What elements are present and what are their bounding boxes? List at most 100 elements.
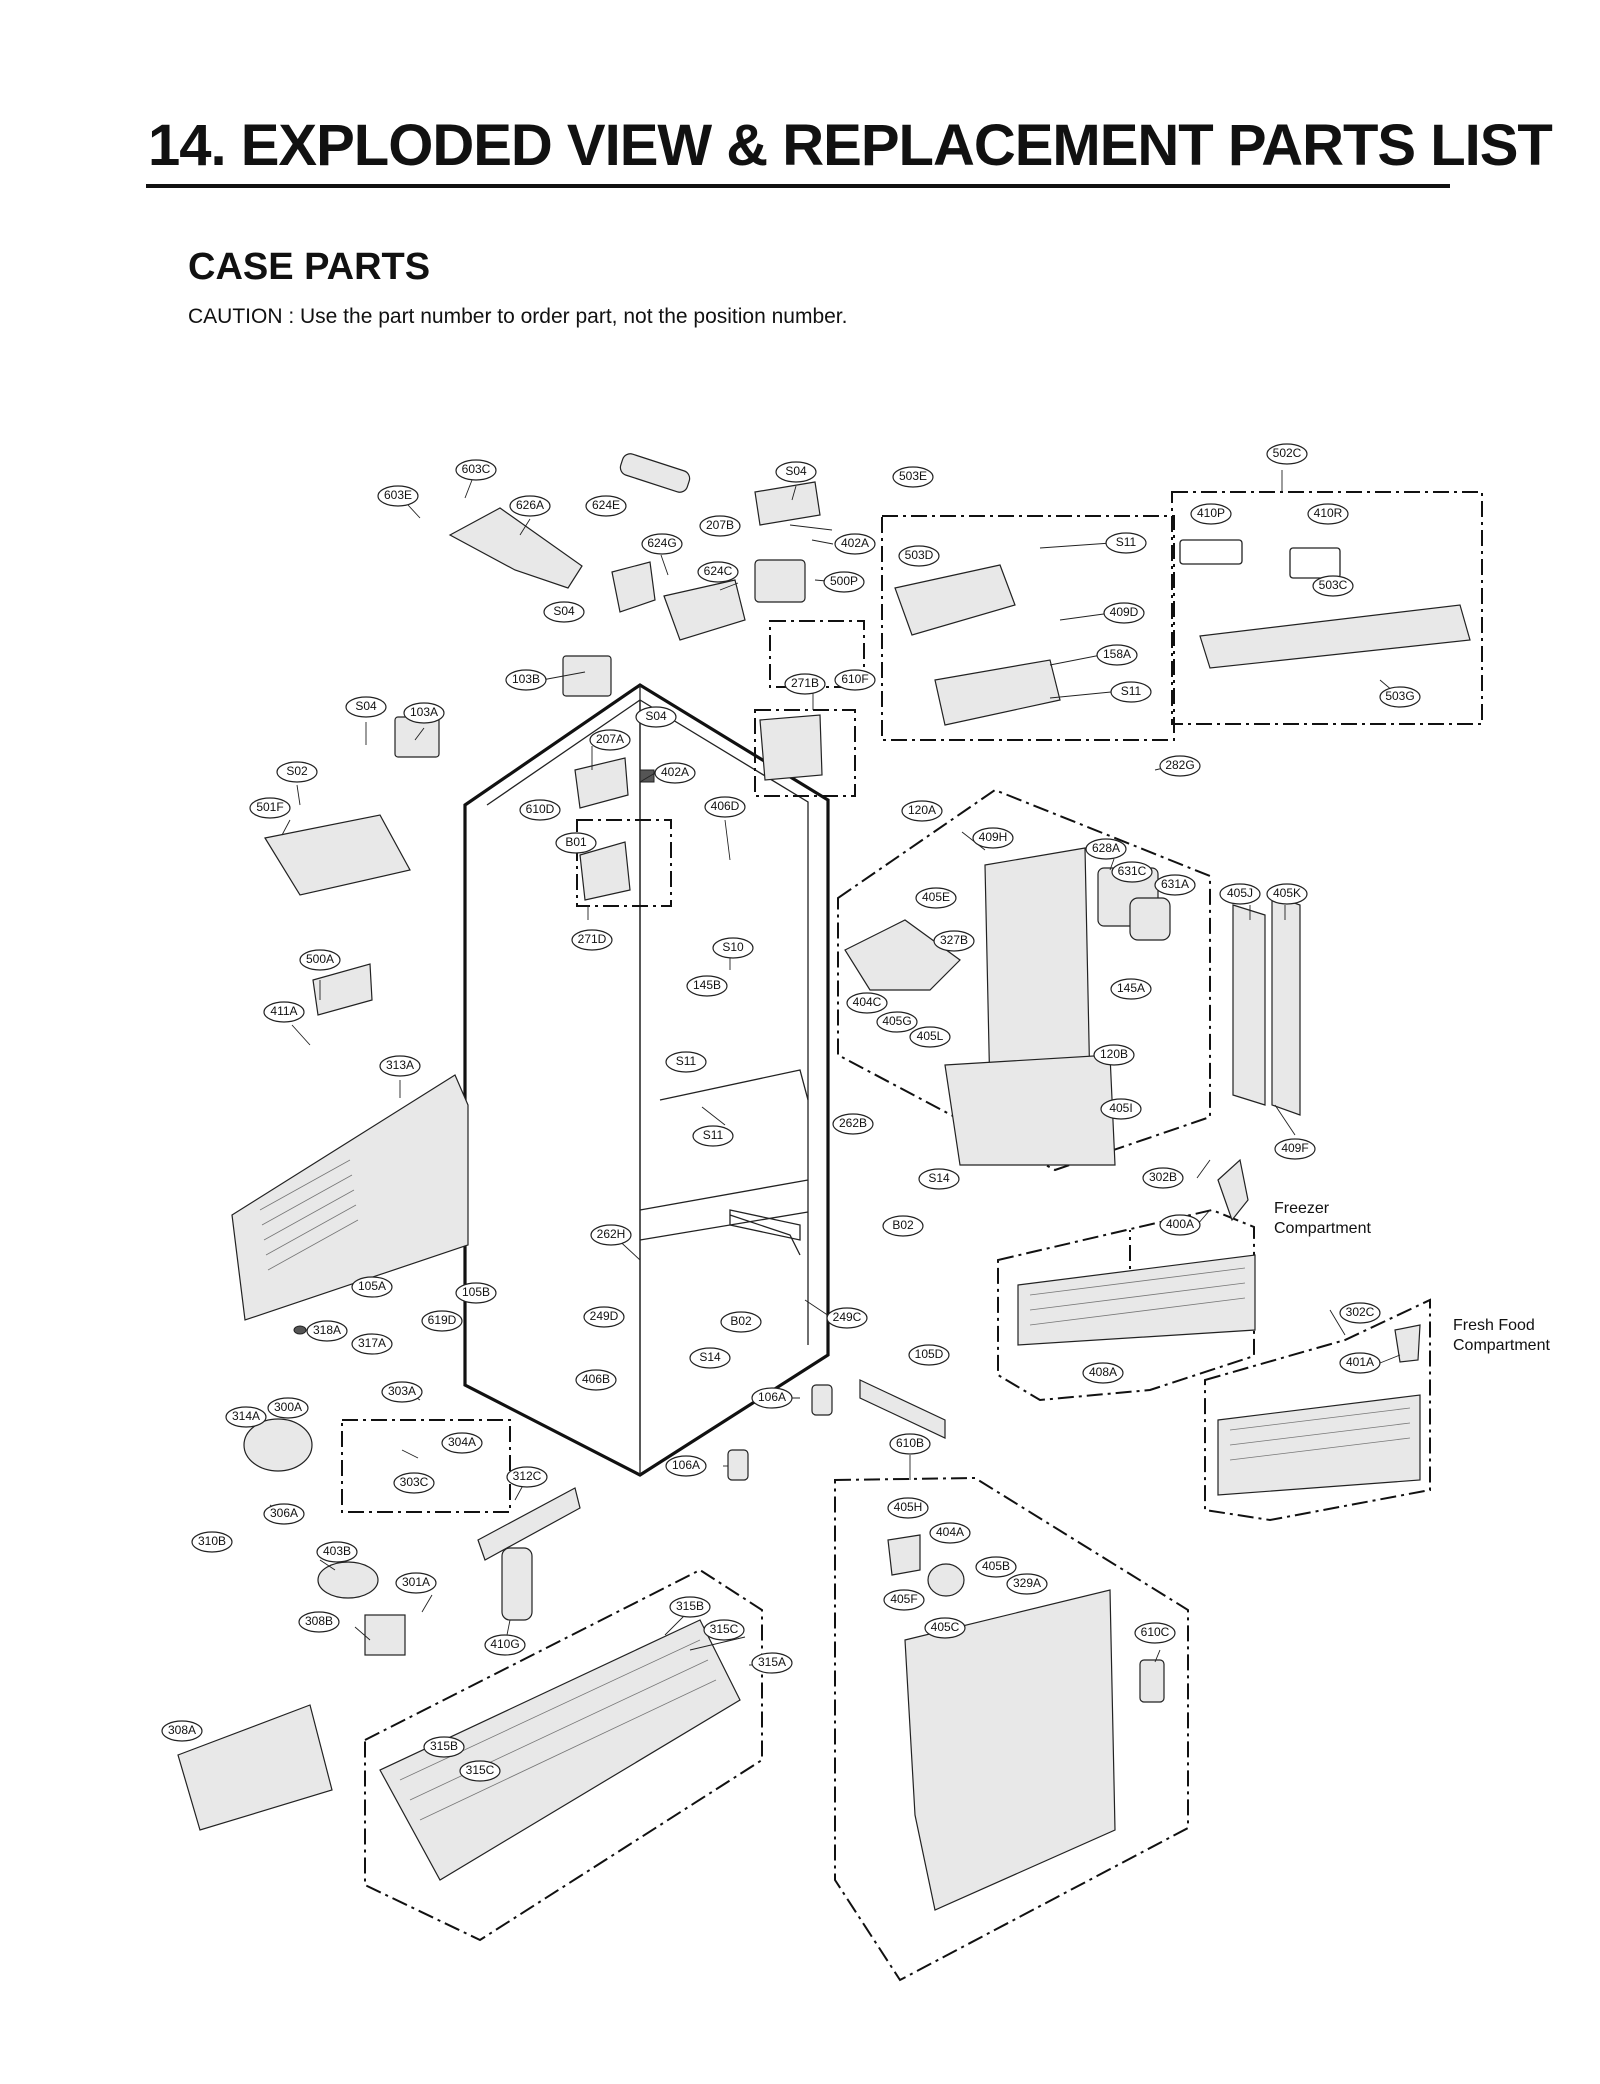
- callout-314A: 314A: [225, 1406, 267, 1428]
- callout-label: 301A: [402, 1575, 430, 1589]
- callout-S02: S02: [276, 761, 318, 783]
- callout-500A: 500A: [299, 949, 341, 971]
- freezer-line-1: Freezer: [1274, 1200, 1330, 1217]
- callout-313A: 313A: [379, 1055, 421, 1077]
- callout-302B: 302B: [1142, 1167, 1184, 1189]
- freezer-line-2: Compartment: [1274, 1220, 1371, 1237]
- callout-label: S02: [286, 764, 308, 778]
- callout-406D: 406D: [704, 796, 746, 818]
- callout-105A: 105A: [351, 1276, 393, 1298]
- callout-label: S04: [785, 464, 807, 478]
- callout-402A: 402A: [834, 533, 876, 555]
- top-parts: [264, 453, 1471, 901]
- callout-label: 603C: [462, 462, 491, 476]
- callout-409H: 409H: [972, 827, 1014, 849]
- callout-label: 106A: [758, 1390, 786, 1404]
- callout-626A: 626A: [509, 495, 551, 517]
- callout-label: 403B: [323, 1544, 351, 1558]
- callout-label: 603E: [384, 488, 412, 502]
- callout-262B: 262B: [832, 1113, 874, 1135]
- callout-label: 207B: [706, 518, 734, 532]
- callout-label: 271D: [578, 932, 607, 946]
- callout-315C: 315C: [459, 1760, 501, 1782]
- callout-405L: 405L: [909, 1026, 951, 1048]
- callout-S04: S04: [775, 461, 817, 483]
- callout-501F: 501F: [249, 797, 291, 819]
- callout-label: 302C: [1346, 1305, 1375, 1319]
- callout-label: 317A: [358, 1336, 386, 1350]
- callout-401A: 401A: [1339, 1352, 1381, 1374]
- callout-label: 500P: [830, 574, 858, 588]
- callout-409D: 409D: [1103, 602, 1145, 624]
- callout-405H: 405H: [887, 1497, 929, 1519]
- callout-300A: 300A: [267, 1397, 309, 1419]
- fresh-line-2: Compartment: [1453, 1337, 1550, 1354]
- callout-306A: 306A: [263, 1503, 305, 1525]
- callout-label: 158A: [1103, 647, 1131, 661]
- callout-label: 145B: [693, 978, 721, 992]
- callout-603E: 603E: [377, 485, 419, 507]
- callout-label: 106A: [672, 1458, 700, 1472]
- callout-301A: 301A: [395, 1572, 437, 1594]
- callout-405E: 405E: [915, 887, 957, 909]
- callout-405F: 405F: [883, 1589, 925, 1611]
- callout-624E: 624E: [585, 495, 627, 517]
- callout-329A: 329A: [1006, 1573, 1048, 1595]
- caution-note: CAUTION : Use the part number to order p…: [188, 305, 848, 328]
- callout-406B: 406B: [575, 1369, 617, 1391]
- callout-503G: 503G: [1379, 686, 1421, 708]
- callout-label: 631C: [1118, 864, 1147, 878]
- callout-label: 308A: [168, 1723, 196, 1737]
- callout-label: 405J: [1227, 886, 1253, 900]
- callout-B01: B01: [555, 832, 597, 854]
- callout-label: 313A: [386, 1058, 414, 1072]
- callout-603C: 603C: [455, 459, 497, 481]
- callout-label: 315C: [710, 1622, 739, 1636]
- callout-label: 308B: [305, 1614, 333, 1628]
- callout-label: 402A: [661, 765, 689, 779]
- callout-302C: 302C: [1339, 1302, 1381, 1324]
- callout-label: 410R: [1314, 506, 1343, 520]
- callout-408A: 408A: [1082, 1362, 1124, 1384]
- part-callouts: 603C 603E 626A 624E S04 207B 402A 503E 5…: [161, 443, 1421, 1782]
- callout-624C: 624C: [697, 561, 739, 583]
- callout-403B: 403B: [316, 1541, 358, 1563]
- callout-label: 314A: [232, 1409, 260, 1423]
- callout-label: 249D: [590, 1309, 619, 1323]
- callout-label: S04: [645, 709, 667, 723]
- callout-label: 282G: [1165, 758, 1194, 772]
- callout-405J: 405J: [1219, 883, 1261, 905]
- callout-label: 628A: [1092, 841, 1120, 855]
- callout-120B: 120B: [1093, 1044, 1135, 1066]
- callout-label: 405L: [917, 1029, 944, 1043]
- callout-S04: S04: [345, 696, 387, 718]
- callout-label: 406B: [582, 1372, 610, 1386]
- callout-400A: 400A: [1159, 1214, 1201, 1236]
- callout-label: 401A: [1346, 1355, 1374, 1369]
- callout-500P: 500P: [823, 571, 865, 593]
- callout-310B: 310B: [191, 1531, 233, 1553]
- callout-404A: 404A: [929, 1522, 971, 1544]
- callout-label: 262H: [597, 1227, 626, 1241]
- callout-label: S11: [676, 1054, 697, 1068]
- callout-label: 619D: [428, 1313, 457, 1327]
- callout-405I: 405I: [1100, 1098, 1142, 1120]
- callout-label: 318A: [313, 1323, 341, 1337]
- callout-S11: S11: [1110, 681, 1152, 703]
- section-title: CASE PARTS: [188, 246, 431, 288]
- callout-610B: 610B: [889, 1433, 931, 1455]
- callout-label: S14: [928, 1171, 950, 1185]
- callout-label: S04: [553, 604, 575, 618]
- callout-145B: 145B: [686, 975, 728, 997]
- callout-610C: 610C: [1134, 1622, 1176, 1644]
- callout-106A: 106A: [751, 1387, 793, 1409]
- callout-label: 631A: [1161, 877, 1189, 891]
- callout-label: B02: [892, 1218, 914, 1232]
- callout-label: 408A: [1089, 1365, 1117, 1379]
- callout-318A: 318A: [306, 1320, 348, 1342]
- callout-label: 312C: [513, 1469, 542, 1483]
- callout-410G: 410G: [484, 1634, 526, 1656]
- callout-label: 271B: [791, 676, 819, 690]
- page-title: 14. EXPLODED VIEW & REPLACEMENT PARTS LI…: [148, 113, 1553, 178]
- callout-label: 207A: [596, 732, 624, 746]
